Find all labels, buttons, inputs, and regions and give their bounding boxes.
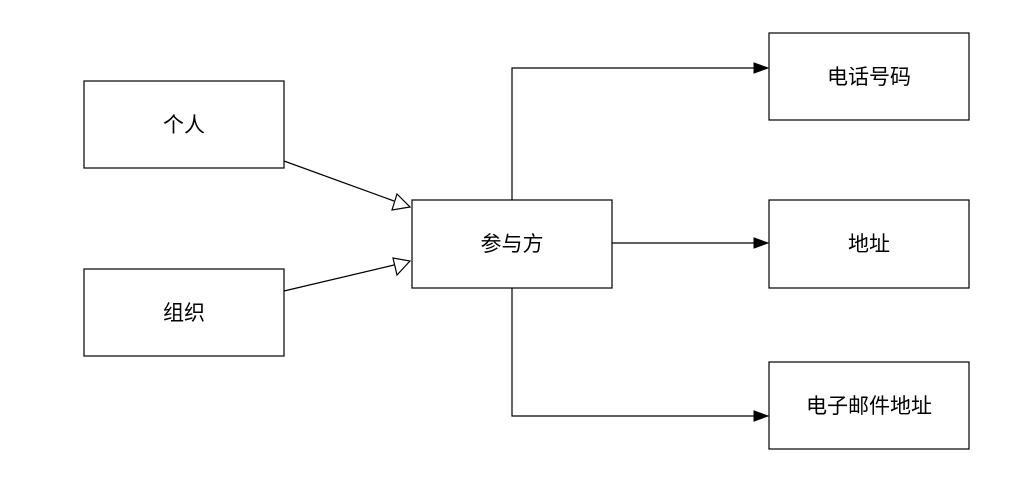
edge-party-to-email-arrowhead	[753, 410, 770, 422]
node-phone[interactable]: 电话号码	[768, 32, 970, 121]
node-organization-box	[83, 268, 285, 357]
edge-individual-to-party	[283, 160, 395, 202]
node-party-box	[411, 199, 613, 289]
node-organization[interactable]: 组织	[83, 268, 285, 357]
node-address-label: 地址	[848, 232, 890, 256]
node-email[interactable]: 电子邮件地址	[768, 361, 970, 450]
node-address-box	[768, 199, 970, 289]
edge-organization-to-party	[283, 264, 395, 292]
node-address[interactable]: 地址	[768, 199, 970, 289]
node-email-label: 电子邮件地址	[806, 394, 932, 418]
edge-party-to-email	[511, 288, 756, 417]
edge-party-to-phone-arrowhead	[753, 62, 770, 74]
node-phone-box	[768, 32, 970, 121]
node-organization-label: 组织	[163, 301, 205, 325]
node-individual-box	[83, 80, 285, 169]
edge-organization-to-party-arrowhead	[392, 257, 412, 277]
edge-party-to-address-arrowhead	[753, 237, 770, 249]
edge-party-to-phone	[511, 67, 756, 200]
node-individual[interactable]: 个人	[83, 80, 285, 169]
node-email-box	[768, 361, 970, 450]
node-party-label: 参与方	[481, 232, 544, 256]
node-party[interactable]: 参与方	[411, 199, 613, 289]
edge-individual-to-party-arrowhead	[391, 192, 412, 211]
node-individual-label: 个人	[163, 113, 205, 137]
node-phone-label: 电话号码	[827, 65, 911, 89]
